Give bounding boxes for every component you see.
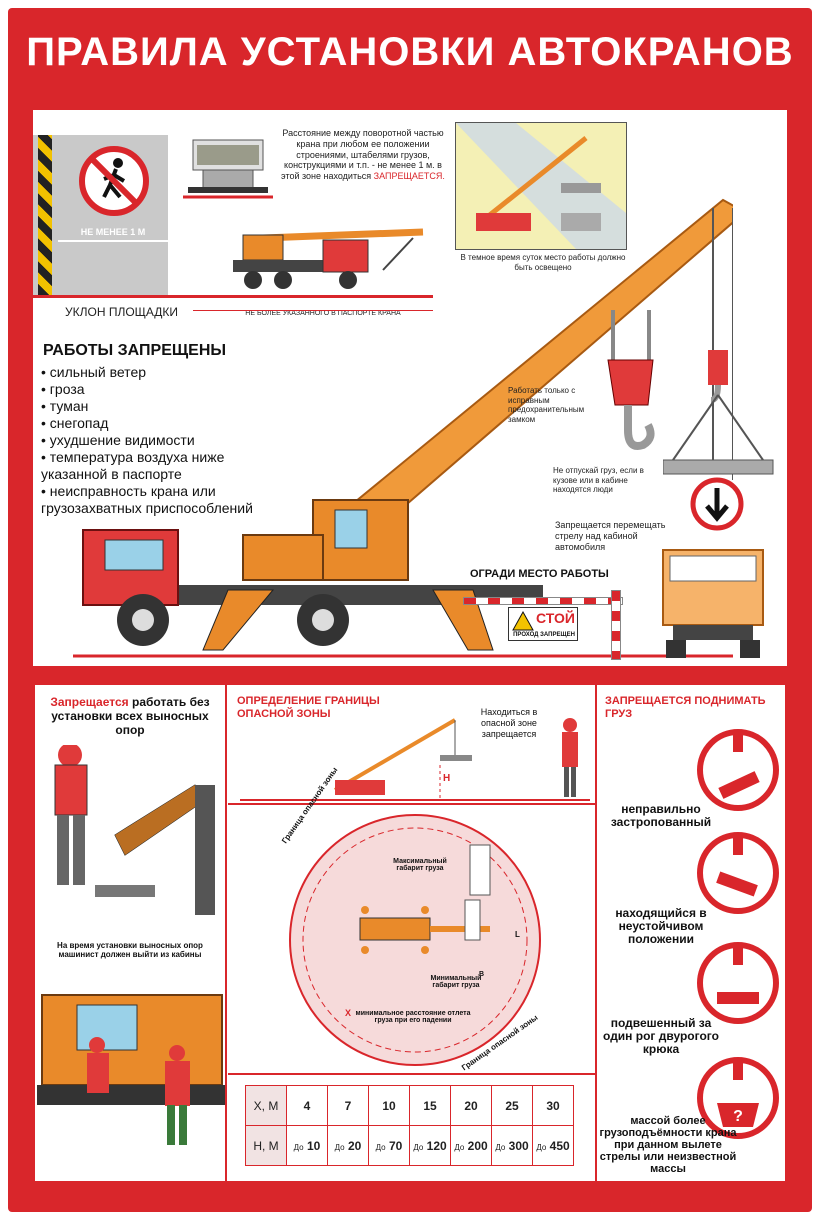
table-row-label: Н, М: [245, 1125, 287, 1166]
table-cell: До 20: [327, 1125, 369, 1166]
prohibit-item: находящийся в неустойчивом положении: [615, 906, 707, 946]
distance-rule-text: Расстояние между поворотной частью крана…: [281, 128, 445, 182]
table-cell: До 300: [491, 1125, 533, 1166]
slope-arrow: [193, 310, 433, 311]
night-work-image: [455, 122, 627, 250]
divider: [595, 685, 597, 1181]
left-heading: Запрещается работать без установки всех …: [50, 695, 210, 737]
top-panel: НЕ МЕНЕЕ 1 М Расстояние между поворотной…: [33, 110, 787, 666]
h-label: Н: [443, 773, 451, 784]
table-cell: До 70: [368, 1125, 410, 1166]
outrigger-illustration: [54, 745, 215, 915]
sling-load-icon: [663, 350, 774, 475]
table-cell: До 10: [286, 1125, 328, 1166]
fence-bar: [463, 597, 623, 605]
divider: [228, 803, 595, 805]
b-label: В: [479, 971, 485, 978]
list-item: неисправность крана или грузозахватных п…: [41, 483, 281, 517]
svg-text:?: ?: [733, 1108, 743, 1125]
stop-sign: СТОЙ ПРОХОД ЗАПРЕЩЕН: [508, 607, 578, 641]
prohibit-misslung-icon: [697, 729, 779, 811]
table-cell: До 450: [532, 1125, 574, 1166]
min-distance-label-circle: минимальное расстояние отлета груза при …: [355, 1010, 471, 1024]
warning-icon: [512, 611, 534, 631]
table-cell: 20: [450, 1085, 492, 1126]
prohibit-overweight-icon: ?: [697, 1057, 779, 1139]
prohibit-item: неправильно застропованный: [610, 802, 712, 829]
danger-zone-illustration: [240, 718, 590, 801]
table-cell: 10: [368, 1085, 410, 1126]
fence-label: ОГРАДИ МЕСТО РАБОТЫ: [470, 568, 609, 580]
l-label: L: [515, 930, 520, 939]
table-row-label: Х, М: [245, 1085, 287, 1126]
danger-bubble: Находиться в опасной зоне запрещается: [480, 707, 538, 739]
prohibit-unstable-icon: [697, 832, 779, 914]
stop-sign-sub: ПРОХОД ЗАПРЕЩЕН: [513, 632, 575, 638]
truck-front-right: [662, 549, 764, 658]
min-distance-label: НЕ МЕНЕЕ 1 М: [80, 227, 146, 237]
bottom-panel: Запрещается работать без установки всех …: [33, 683, 787, 1183]
right-heading: ЗАПРЕЩАЕТСЯ ПОДНИМАТЬ ГРУЗ: [605, 695, 766, 720]
table-cell: 30: [532, 1085, 574, 1126]
big-crane-illustration: [73, 198, 733, 658]
zone-circle-diagram: [289, 814, 541, 1066]
table-cell: 25: [491, 1085, 533, 1126]
list-item: сильный ветер: [41, 364, 281, 381]
ground-line: [33, 295, 433, 298]
slope-label: УКЛОН ПЛОЩАДКИ: [65, 305, 179, 319]
lit-crane-icon: [456, 123, 626, 249]
min-size-label: Минимальный габарит груза: [430, 975, 482, 989]
works-forbidden-title: РАБОТЫ ЗАПРЕЩЕНЫ: [43, 342, 227, 359]
poster-title: ПРАВИЛА УСТАНОВКИ АВТОКРАНОВ: [26, 30, 794, 74]
prohibit-one-horn-icon: [697, 942, 779, 1024]
operator-illustration: [37, 994, 225, 1145]
table-cell: 15: [409, 1085, 451, 1126]
down-arrow-sign-icon: [690, 477, 744, 531]
fence-post: [611, 590, 621, 660]
x-label: Х: [345, 1008, 352, 1018]
works-forbidden-list: сильный ветер гроза туман снегопад ухудш…: [41, 364, 281, 517]
middle-heading: ОПРЕДЕЛЕНИЕ ГРАНИЦЫ ОПАСНОЙ ЗОНЫ: [237, 695, 380, 720]
divider: [228, 1073, 595, 1075]
truck-front-icon: [183, 139, 273, 199]
list-item: температура воздуха ниже указанной в пас…: [41, 449, 281, 483]
min-distance-arrow: [58, 240, 168, 242]
slope-note: НЕ БОЛЕЕ УКАЗАННОГО В ПАСПОРТЕ КРАНА: [245, 310, 401, 317]
max-size-label: Максимальный габарит груза: [393, 858, 447, 872]
night-note: В темное время суток место работы должно…: [460, 253, 626, 272]
table-cell: До 200: [450, 1125, 492, 1166]
hook-note: Работать только с исправным предохраните…: [508, 386, 585, 424]
left-note: На время установки выносных опор машинис…: [57, 941, 203, 959]
distance-rule-forbidden: ЗАПРЕЩАЕТСЯ.: [373, 171, 445, 182]
divider: [225, 685, 227, 1181]
list-item: ухудшение видимости: [41, 432, 281, 449]
stop-sign-text: СТОЙ: [536, 610, 575, 626]
hazard-stripe: [38, 135, 52, 295]
no-pedestrian-icon: [79, 146, 149, 216]
list-item: туман: [41, 398, 281, 415]
table-cell: 7: [327, 1085, 369, 1126]
safety-hook-icon: [607, 310, 655, 450]
table-cell: До 120: [409, 1125, 451, 1166]
small-crane-truck: [233, 228, 424, 289]
people-note: Не отпускай груз, если в кузове или в ка…: [553, 466, 644, 495]
boom-note: Запрещается перемещать стрелу над кабино…: [555, 520, 666, 552]
list-item: гроза: [41, 381, 281, 398]
list-item: снегопад: [41, 415, 281, 432]
prohibit-item: массой более грузоподъёмности крана при …: [599, 1115, 737, 1175]
left-heading-red: Запрещается: [50, 695, 129, 709]
prohibit-item: подвешенный за один рог двурогого крюка: [603, 1016, 719, 1056]
danger-zone-table: Х, М 4 7 10 15 20 25 30 Н, М До 10 До 20…: [245, 1085, 574, 1166]
table-cell: 4: [286, 1085, 328, 1126]
